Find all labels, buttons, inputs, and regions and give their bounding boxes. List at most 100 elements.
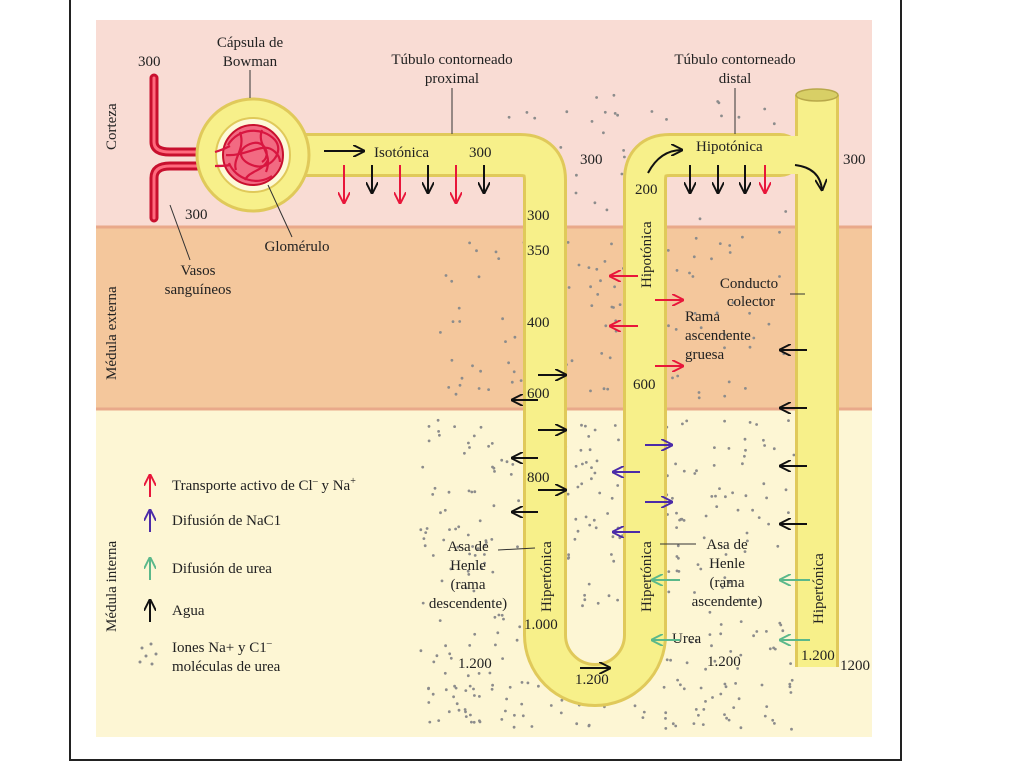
ion-dot bbox=[778, 275, 781, 278]
ion-dot bbox=[744, 494, 748, 498]
ion-dot bbox=[678, 518, 681, 522]
ion-dot bbox=[464, 710, 467, 714]
label-rama-line3: gruesa bbox=[685, 347, 724, 363]
ion-dot bbox=[671, 496, 674, 500]
ion-dot bbox=[421, 465, 425, 469]
ion-dot bbox=[674, 724, 678, 728]
ion-dot bbox=[530, 725, 534, 728]
ion-dot bbox=[604, 324, 608, 328]
ion-dot bbox=[444, 644, 447, 648]
ion-dot bbox=[759, 302, 763, 306]
ion-dot bbox=[479, 425, 483, 429]
ion-dot bbox=[697, 396, 701, 400]
ion-dot bbox=[685, 419, 689, 423]
ion-dot bbox=[755, 423, 758, 426]
ion-dot bbox=[581, 604, 584, 608]
osm-300-right: 300 bbox=[843, 152, 866, 168]
ion-dot bbox=[734, 682, 737, 685]
ion-dot bbox=[478, 719, 481, 723]
ion-dot bbox=[746, 539, 749, 543]
ion-dot bbox=[442, 538, 446, 542]
ion-dot bbox=[443, 671, 447, 675]
ion-dot bbox=[537, 684, 540, 688]
ion-dot bbox=[714, 494, 717, 498]
osm-300-descending: 300 bbox=[527, 208, 550, 224]
ion-dot bbox=[559, 146, 563, 149]
ion-dot bbox=[612, 306, 615, 309]
osm-300-proximal: 300 bbox=[469, 145, 492, 161]
ion-dot bbox=[768, 647, 772, 651]
ion-dot bbox=[466, 674, 470, 678]
ion-dot bbox=[588, 523, 592, 527]
ion-dot bbox=[710, 495, 714, 498]
ion-dot bbox=[702, 708, 706, 711]
ion-dot bbox=[595, 459, 599, 463]
label-isotonica: Isotónica bbox=[374, 145, 429, 161]
ion-dot bbox=[470, 490, 474, 494]
ion-dot bbox=[603, 110, 607, 114]
ion-dot bbox=[728, 581, 731, 584]
ion-dot bbox=[419, 528, 423, 532]
ion-dot bbox=[457, 525, 461, 529]
flow-arrow-distal-out bbox=[794, 164, 822, 190]
label-conducto-line1: Conducto bbox=[720, 276, 778, 292]
ion-dot bbox=[583, 593, 586, 597]
ion-dot bbox=[675, 269, 679, 272]
ion-dot bbox=[610, 553, 613, 556]
ion-dot bbox=[732, 706, 736, 709]
legend-active-label: Transporte activo de Cl– y Na+ bbox=[172, 476, 356, 494]
legend-nacl-label: Difusión de NaC1 bbox=[172, 513, 281, 529]
ion-dot bbox=[715, 311, 719, 315]
ion-dot bbox=[665, 118, 668, 121]
ion-dot bbox=[724, 495, 727, 499]
ion-dot bbox=[575, 173, 578, 177]
ion-dot bbox=[447, 386, 451, 389]
ion-dot bbox=[479, 369, 482, 373]
ion-dot bbox=[607, 594, 611, 598]
ion-dot bbox=[725, 716, 728, 720]
ion-dot bbox=[436, 418, 440, 422]
ion-dot bbox=[454, 527, 457, 531]
ion-dot bbox=[676, 374, 680, 378]
ion-dot bbox=[642, 710, 646, 714]
ion-dot bbox=[500, 458, 504, 462]
ion-dot bbox=[616, 526, 620, 530]
ion-dot bbox=[723, 346, 726, 350]
ion-dot bbox=[583, 598, 587, 602]
ion-dot bbox=[739, 653, 743, 657]
ion-dot bbox=[671, 722, 675, 726]
label-henle-desc-line3: (rama bbox=[451, 577, 486, 593]
glomerulus bbox=[214, 124, 284, 186]
ion-dot bbox=[517, 499, 520, 503]
ion-dot bbox=[778, 621, 782, 625]
ion-dot bbox=[581, 462, 584, 466]
ion-dot bbox=[675, 569, 679, 573]
ion-dot bbox=[755, 630, 759, 633]
ion-dot bbox=[447, 490, 451, 494]
label-henle-asc-line3: (rama bbox=[710, 575, 745, 591]
ion-dot bbox=[616, 113, 619, 117]
ion-dot bbox=[623, 155, 626, 159]
ion-dot bbox=[602, 387, 606, 391]
ion-dot bbox=[789, 662, 792, 665]
ion-dot bbox=[493, 615, 497, 619]
ion-dot bbox=[667, 590, 671, 594]
ion-dot bbox=[590, 466, 593, 469]
active-transport-arrows bbox=[344, 165, 765, 366]
ion-dot bbox=[501, 317, 504, 321]
ion-dot bbox=[566, 241, 570, 244]
ion-dot bbox=[605, 208, 609, 212]
ion-dot bbox=[682, 519, 686, 522]
ion-dot bbox=[587, 582, 591, 586]
zone-label-outer-medulla: Médula externa bbox=[104, 286, 120, 380]
label-vasos-line2: sanguíneos bbox=[165, 282, 232, 298]
ion-dot bbox=[492, 504, 496, 508]
ion-dot bbox=[488, 671, 492, 675]
ion-dot bbox=[671, 376, 674, 380]
ion-dot bbox=[496, 631, 500, 635]
ion-dot bbox=[704, 514, 708, 518]
ion-dot bbox=[739, 620, 743, 623]
ion-dot bbox=[613, 112, 617, 115]
label-rama-line1: Rama bbox=[685, 309, 720, 325]
legend-urea-label: Difusión de urea bbox=[172, 561, 272, 577]
